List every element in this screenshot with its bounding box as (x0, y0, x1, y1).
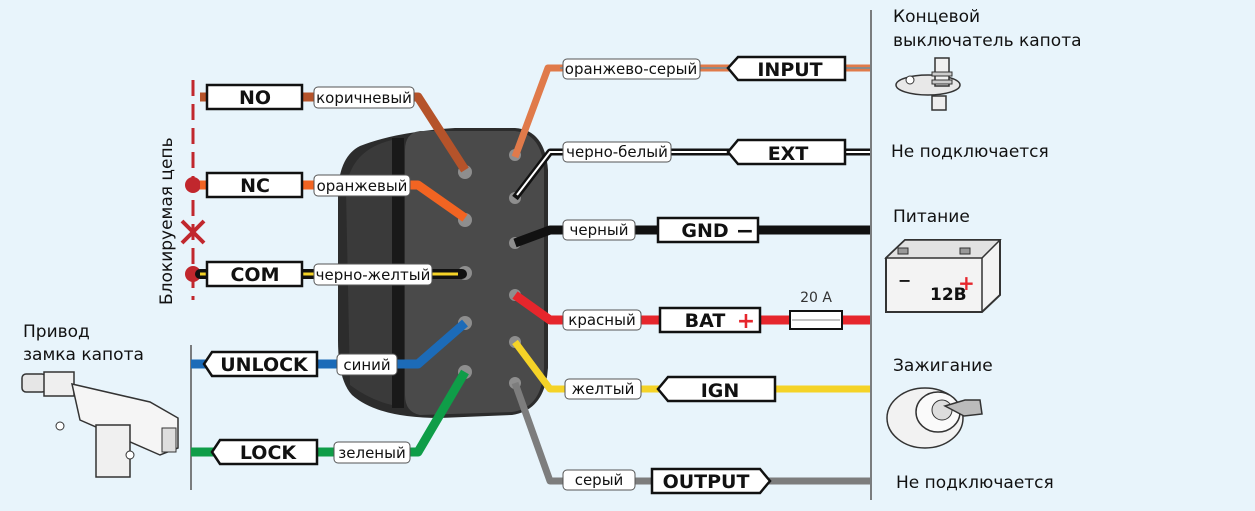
color-label-no: коричневый (313, 86, 415, 109)
hood-switch-label-line2: выключатель капота (893, 31, 1082, 51)
color-label-gnd: черный (562, 219, 636, 241)
svg-text:IGN: IGN (701, 380, 740, 402)
hood-switch-label-line1: Концевой (893, 7, 980, 27)
power-label: Питание (893, 207, 970, 227)
svg-text:серый: серый (575, 471, 624, 489)
wire-gnd (513, 225, 870, 248)
svg-text:черно-желтый: черно-желтый (316, 266, 431, 284)
color-label-output: серый (562, 469, 636, 491)
cut-mark-icon (180, 219, 206, 245)
svg-text:LOCK: LOCK (240, 442, 298, 464)
svg-text:синий: синий (343, 356, 390, 374)
svg-text:OUTPUT: OUTPUT (663, 471, 750, 493)
color-label-nc: оранжевый (313, 174, 411, 197)
svg-text:черно-белый: черно-белый (566, 143, 668, 161)
ignition-label: Зажигание (893, 356, 993, 376)
battery-minus: − (898, 271, 911, 290)
hood-lock-label-line2: замка капота (23, 345, 144, 365)
color-label-lock: зеленый (333, 441, 411, 464)
svg-text:желтый: желтый (572, 380, 635, 398)
svg-text:черный: черный (569, 221, 628, 239)
pin-tag-bat: BAT + (658, 306, 762, 334)
hood-lock-label-line1: Привод (23, 322, 90, 342)
pin-tag-lock: LOCK (210, 438, 319, 466)
battery-icon: 12B − + (884, 239, 1002, 313)
pin-tag-gnd: GND − (656, 216, 760, 244)
svg-text:NC: NC (240, 175, 270, 197)
fuse: 20 A (789, 290, 843, 330)
svg-text:коричневый: коричневый (316, 89, 412, 107)
battery-plus: + (958, 271, 975, 295)
blocked-circuit-label: Блокируемая цепь (157, 137, 177, 305)
wire-bat (512, 291, 870, 325)
svg-text:UNLOCK: UNLOCK (220, 354, 309, 376)
color-label-bat: красный (562, 309, 642, 331)
pin-tag-output: OUTPUT (650, 467, 772, 495)
pin-tag-ext: EXT (726, 138, 847, 166)
plus-sign: + (737, 309, 755, 334)
color-label-ext: черно-белый (562, 141, 672, 163)
svg-text:NO: NO (239, 87, 271, 109)
color-label-ign: желтый (564, 378, 642, 400)
pin-tag-nc: NC (205, 171, 304, 199)
color-label-unlock: синий (336, 353, 398, 376)
svg-text:EXT: EXT (768, 143, 809, 165)
color-label-input: оранжево-серый (562, 58, 701, 80)
ignition-icon (886, 387, 983, 449)
svg-text:оранжевый: оранжевый (317, 177, 408, 195)
color-label-com: черно-желтый (313, 263, 433, 286)
pin-tag-unlock: UNLOCK (202, 350, 319, 378)
fuse-label: 20 A (800, 290, 832, 306)
svg-text:BAT: BAT (685, 310, 726, 332)
hood-switch-icon (895, 57, 961, 111)
pin-tag-com: COM (205, 260, 304, 288)
pin-tag-ign: IGN (656, 375, 777, 403)
blocked-circuit: Блокируемая цепь (157, 80, 206, 305)
pin-tag-no: NO (205, 83, 304, 111)
hood-lock-actuator-icon (21, 371, 179, 478)
output-note: Не подключается (896, 473, 1054, 493)
svg-text:оранжево-серый: оранжево-серый (565, 60, 697, 78)
svg-text:зеленый: зеленый (338, 444, 405, 462)
svg-text:красный: красный (568, 311, 635, 329)
ext-note: Не подключается (891, 142, 1049, 162)
svg-text:COM: COM (230, 264, 279, 286)
svg-text:INPUT: INPUT (757, 59, 822, 81)
svg-text:GND: GND (681, 220, 728, 242)
battery-voltage-label: 12B (930, 285, 967, 305)
minus-sign: − (736, 219, 754, 244)
pin-tag-input: INPUT (726, 55, 847, 82)
